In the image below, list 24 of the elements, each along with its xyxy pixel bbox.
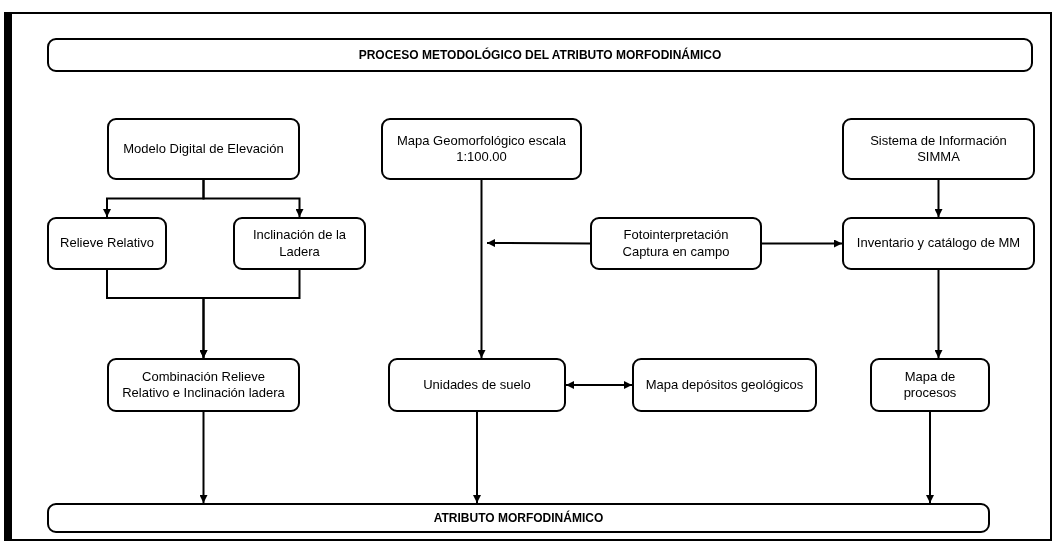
process-box: Mapa Geomorfológico escala 1:100.00 [381, 118, 582, 180]
process-box: Inclinación de la Ladera [233, 217, 366, 270]
arrow [199, 269, 301, 359]
process-box: ATRIBUTO MORFODINÁMICO [47, 503, 990, 533]
arrow [486, 239, 591, 248]
process-box: PROCESO METODOLÓGICO DEL ATRIBUTO MORFODINÁMICO [47, 38, 1033, 72]
process-box: Mapa de procesos [870, 358, 990, 412]
arrow [477, 179, 486, 359]
process-box: Unidades de suelo [388, 358, 566, 412]
process-box: Sistema de Información SIMMA [842, 118, 1035, 180]
process-box: Fotointerpretación Captura en campo [590, 217, 762, 270]
process-box: Relieve Relativo [47, 217, 167, 270]
process-box: Modelo Digital de Elevación [107, 118, 300, 180]
arrow [934, 269, 943, 359]
arrow [761, 239, 843, 248]
arrow [473, 411, 481, 504]
process-box: Mapa depósitos geológicos [632, 358, 817, 412]
arrow [199, 411, 208, 504]
arrow [934, 179, 943, 218]
process-box: Inventario y catálogo de MM [842, 217, 1035, 270]
arrow [565, 381, 633, 389]
arrow [926, 411, 934, 504]
arrow [202, 179, 304, 218]
process-box: Combinación Relieve Relativo e Inclinación ladera [107, 358, 300, 412]
